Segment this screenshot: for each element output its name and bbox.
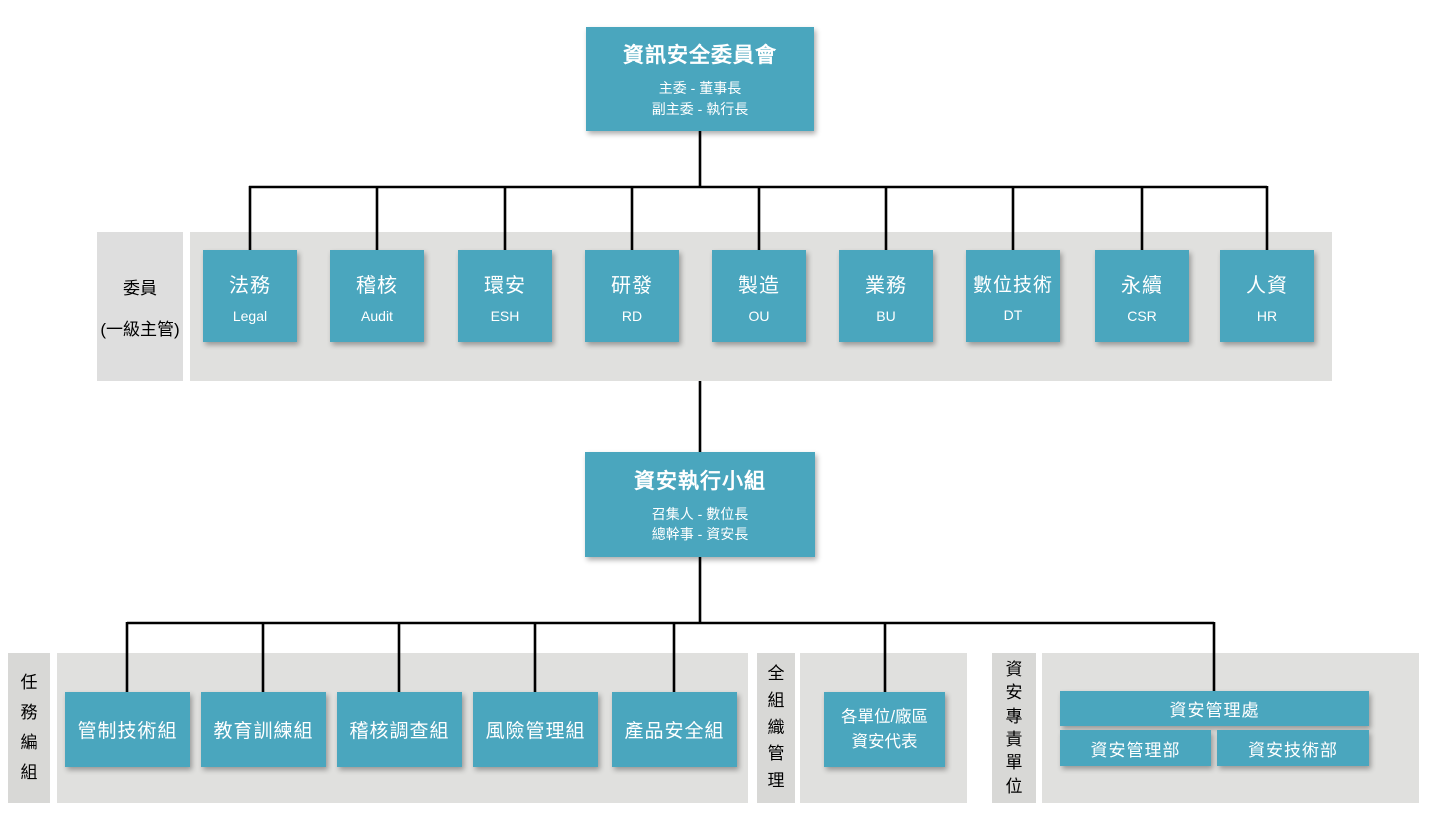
node-security-technology-dept: 資安技術部 (1217, 730, 1369, 766)
member-en: Legal (232, 307, 268, 324)
member-zh: 法務 (229, 274, 271, 297)
member-en: OU (748, 307, 770, 324)
node-member-legal: 法務 Legal (203, 250, 297, 342)
node-member-csr: 永續 CSR (1095, 250, 1189, 342)
node-task-audit-investigation: 稽核調查組 (337, 692, 462, 767)
node-member-ou: 製造 OU (712, 250, 806, 342)
node-member-rd: 研發 RD (585, 250, 679, 342)
node-task-risk-management: 風險管理組 (473, 692, 598, 767)
task-label: 風險管理組 (485, 721, 586, 742)
committee-row-label: 委員 (一級主管) (97, 232, 183, 381)
member-en: Audit (361, 307, 393, 324)
node-security-management-dept: 資安管理部 (1060, 730, 1211, 766)
dept-label: 資安管理部 (1090, 740, 1181, 760)
node-unit-representatives: 各單位/廠區 資安代表 (824, 692, 945, 767)
member-en: ESH (490, 307, 520, 324)
node-member-esh: 環安 ESH (458, 250, 552, 342)
infosec-committee-chair: 主委 - 董事長 (658, 80, 742, 97)
node-security-management-division: 資安管理處 (1060, 691, 1369, 726)
committee-row-label-line1: 委員 (123, 278, 157, 298)
member-zh: 製造 (738, 274, 780, 297)
committee-row-label-line2: (一級主管) (100, 319, 180, 339)
member-en: HR (1256, 307, 1278, 324)
member-en: RD (621, 307, 643, 324)
node-member-bu: 業務 BU (839, 250, 933, 342)
member-en: CSR (1127, 307, 1157, 324)
member-en: BU (876, 307, 896, 324)
division-label: 資安管理處 (1169, 701, 1260, 720)
dedicated-unit-label: 資安專責單位 (1005, 659, 1023, 796)
infosec-committee-title: 資訊安全委員會 (623, 44, 777, 68)
org-wide-label: 全組織管理 (767, 663, 785, 791)
exec-team-title: 資安執行小組 (634, 469, 766, 493)
task-groups-label-strip: 任務編組 (8, 653, 50, 803)
node-member-hr: 人資 HR (1220, 250, 1314, 342)
member-zh: 人資 (1246, 274, 1288, 297)
org-wide-label-strip: 全組織管理 (757, 653, 795, 803)
task-label: 產品安全組 (624, 721, 725, 742)
exec-team-convener: 召集人 - 數位長 (651, 505, 749, 522)
task-label: 稽核調查組 (349, 721, 450, 742)
node-exec-team: 資安執行小組 召集人 - 數位長 總幹事 - 資安長 (585, 452, 815, 557)
rep-line2: 資安代表 (851, 732, 918, 751)
node-member-audit: 稽核 Audit (330, 250, 424, 342)
task-groups-label: 任務編組 (20, 672, 38, 783)
node-task-product-security: 產品安全組 (612, 692, 737, 767)
rep-line1: 各單位/廠區 (840, 707, 929, 726)
member-en: DT (1003, 306, 1023, 323)
exec-team-secretary: 總幹事 - 資安長 (651, 526, 749, 542)
member-zh: 環安 (484, 274, 526, 297)
infosec-committee-vice-chair: 副主委 - 執行長 (651, 100, 749, 117)
node-task-education-training: 教育訓練組 (201, 692, 326, 767)
member-zh: 業務 (865, 274, 907, 297)
task-label: 教育訓練組 (213, 721, 314, 742)
node-infosec-committee: 資訊安全委員會 主委 - 董事長 副主委 - 執行長 (586, 27, 814, 131)
dedicated-unit-label-strip: 資安專責單位 (992, 653, 1036, 803)
member-zh: 數位技術 (972, 274, 1053, 296)
dedicated-unit-panel (1042, 653, 1419, 803)
member-zh: 永續 (1121, 274, 1163, 297)
dept-label: 資安技術部 (1248, 740, 1338, 760)
committee-row-label-block (97, 232, 183, 381)
node-task-control-tech: 管制技術組 (65, 692, 190, 767)
task-label: 管制技術組 (77, 721, 178, 742)
node-member-dt: 數位技術 DT (966, 250, 1060, 342)
member-zh: 研發 (611, 274, 653, 297)
member-zh: 稽核 (356, 274, 398, 297)
